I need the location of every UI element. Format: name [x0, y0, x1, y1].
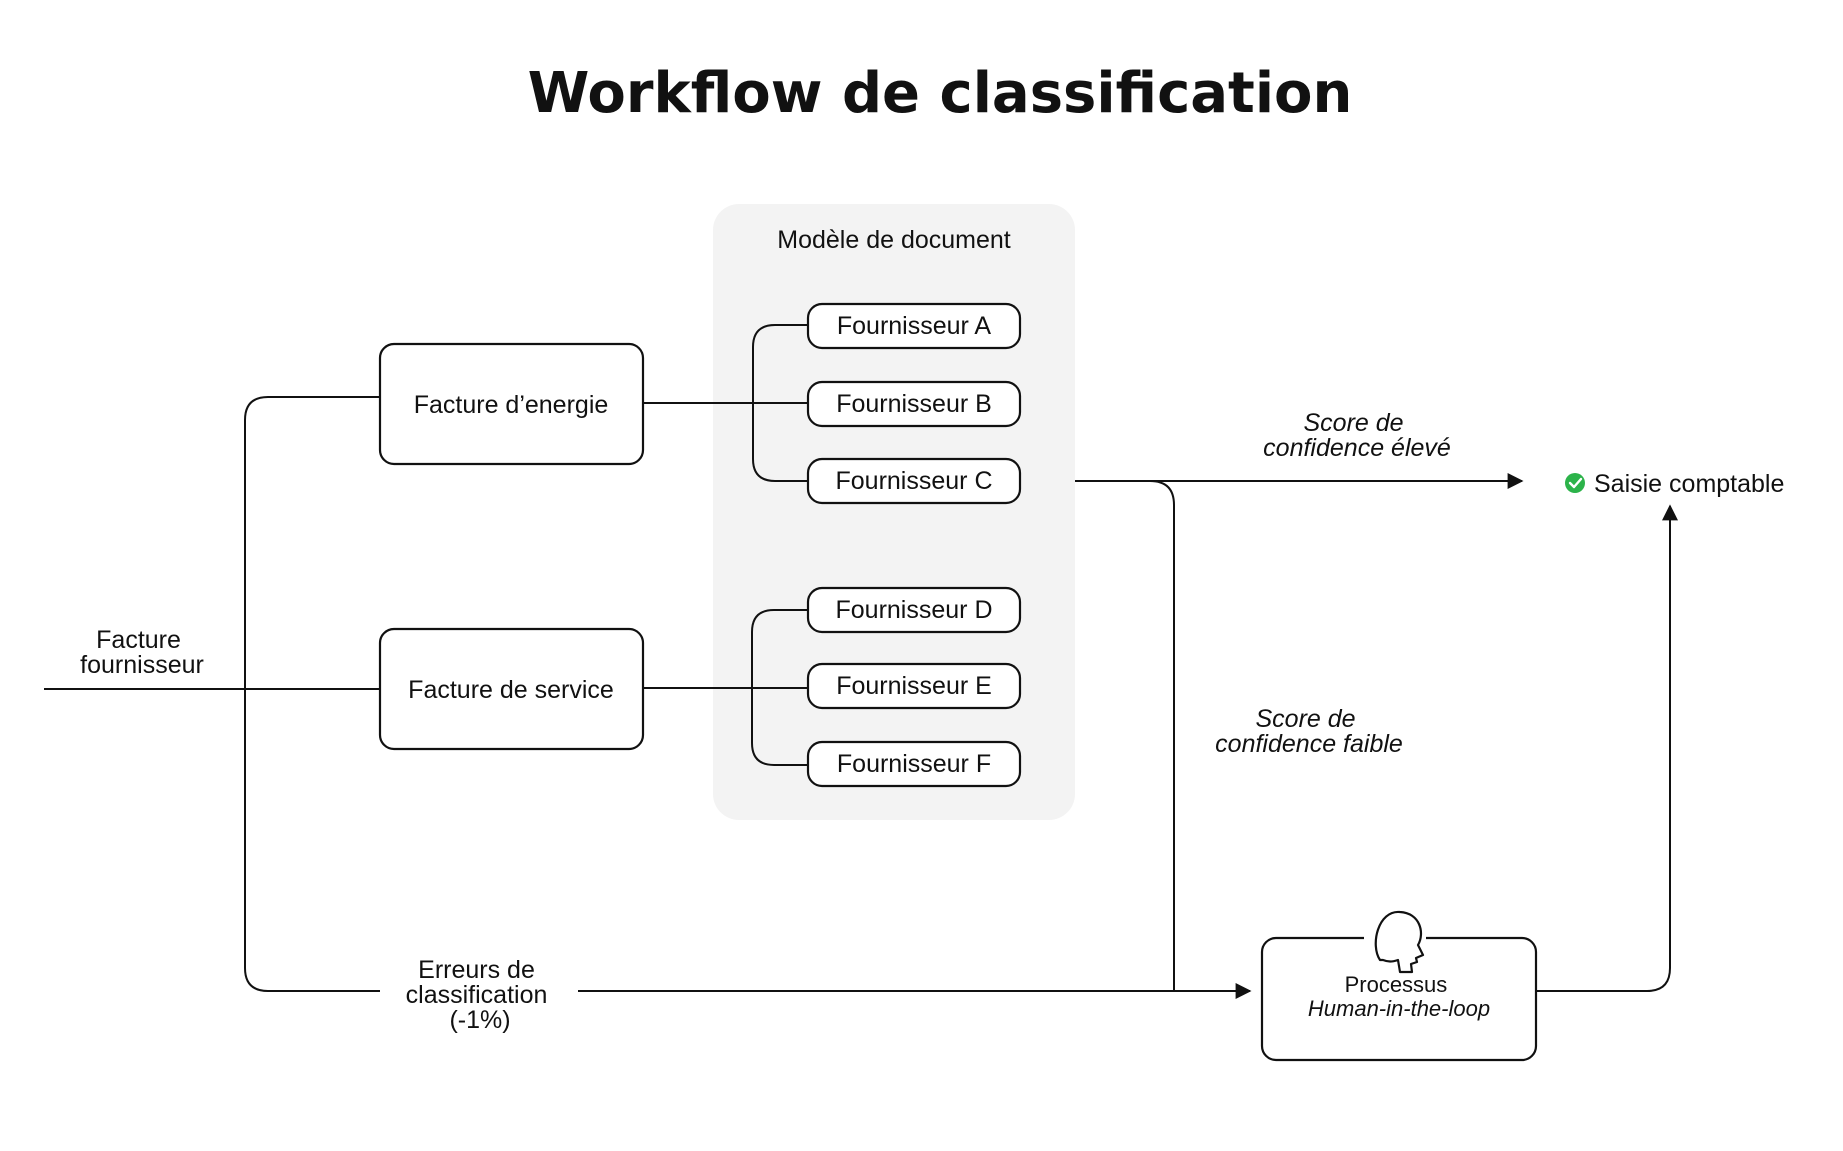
- supplier-a-label: Fournisseur A: [837, 312, 992, 340]
- output-node: Saisie comptable: [1565, 470, 1784, 498]
- category-service-label: Facture de service: [408, 676, 614, 704]
- supplier-f: Fournisseur F: [806, 740, 1022, 788]
- document-model-label: Modèle de document: [777, 226, 1011, 254]
- category-energy: Facture d’energie: [378, 342, 645, 466]
- page-title: Workflow de classification: [528, 61, 1353, 126]
- human-head-icon: [1374, 910, 1425, 974]
- supplier-d-label: Fournisseur D: [836, 596, 993, 624]
- low-confidence-label: Score de confidence faible: [1215, 705, 1403, 758]
- high-confidence-label: Score de confidence élevé: [1263, 409, 1451, 462]
- supplier-f-label: Fournisseur F: [837, 750, 991, 778]
- supplier-e-label: Fournisseur E: [836, 672, 992, 700]
- errors-label: Erreurs de classification (-1%): [406, 956, 555, 1034]
- hitl-label: Processus Human-in-the-loop: [1308, 972, 1490, 1021]
- category-service: Facture de service: [378, 627, 645, 751]
- hitl-node: Processus Human-in-the-loop: [1260, 910, 1538, 1062]
- check-circle-icon: [1565, 473, 1585, 493]
- supplier-e: Fournisseur E: [806, 662, 1022, 710]
- supplier-a: Fournisseur A: [806, 302, 1022, 350]
- category-energy-label: Facture d’energie: [414, 391, 609, 419]
- supplier-d: Fournisseur D: [806, 586, 1022, 634]
- supplier-c-label: Fournisseur C: [836, 467, 993, 495]
- output-label: Saisie comptable: [1594, 470, 1784, 498]
- connectors: [44, 324, 1678, 999]
- supplier-b-label: Fournisseur B: [836, 390, 992, 418]
- supplier-b: Fournisseur B: [806, 380, 1022, 428]
- supplier-c: Fournisseur C: [806, 457, 1022, 505]
- input-label: Facture fournisseur: [80, 626, 204, 679]
- document-model-group: [713, 204, 1075, 820]
